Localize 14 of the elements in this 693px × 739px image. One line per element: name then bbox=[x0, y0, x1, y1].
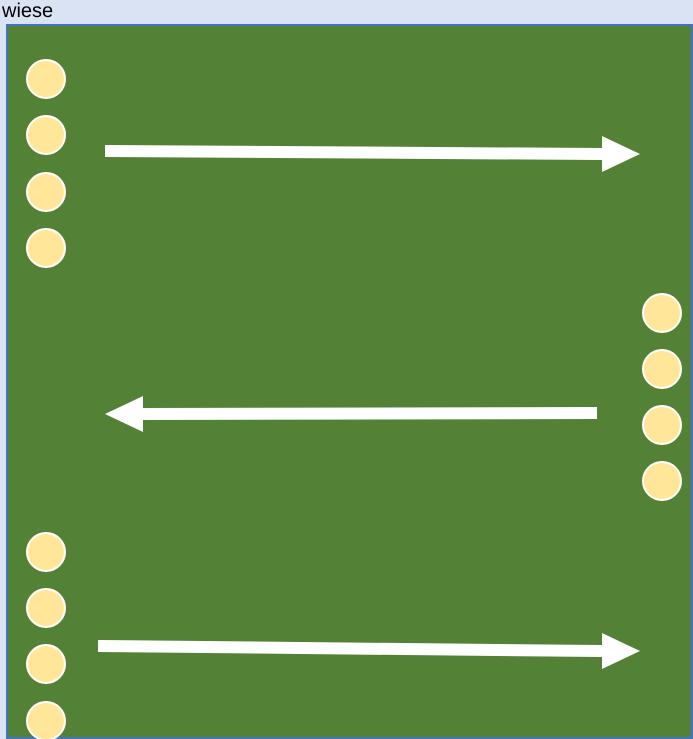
player-circle bbox=[26, 532, 66, 572]
player-circle bbox=[26, 644, 66, 684]
player-circle bbox=[26, 228, 66, 268]
player-circle bbox=[26, 701, 66, 739]
player-circle bbox=[26, 59, 66, 99]
player-circle bbox=[642, 293, 682, 333]
player-circle bbox=[26, 588, 66, 628]
player-circle bbox=[26, 172, 66, 212]
player-circle bbox=[642, 461, 682, 501]
field-area bbox=[6, 24, 693, 739]
player-circle bbox=[26, 115, 66, 155]
player-circle bbox=[642, 349, 682, 389]
field-title: wiese bbox=[2, 0, 54, 22]
player-circle bbox=[642, 405, 682, 445]
